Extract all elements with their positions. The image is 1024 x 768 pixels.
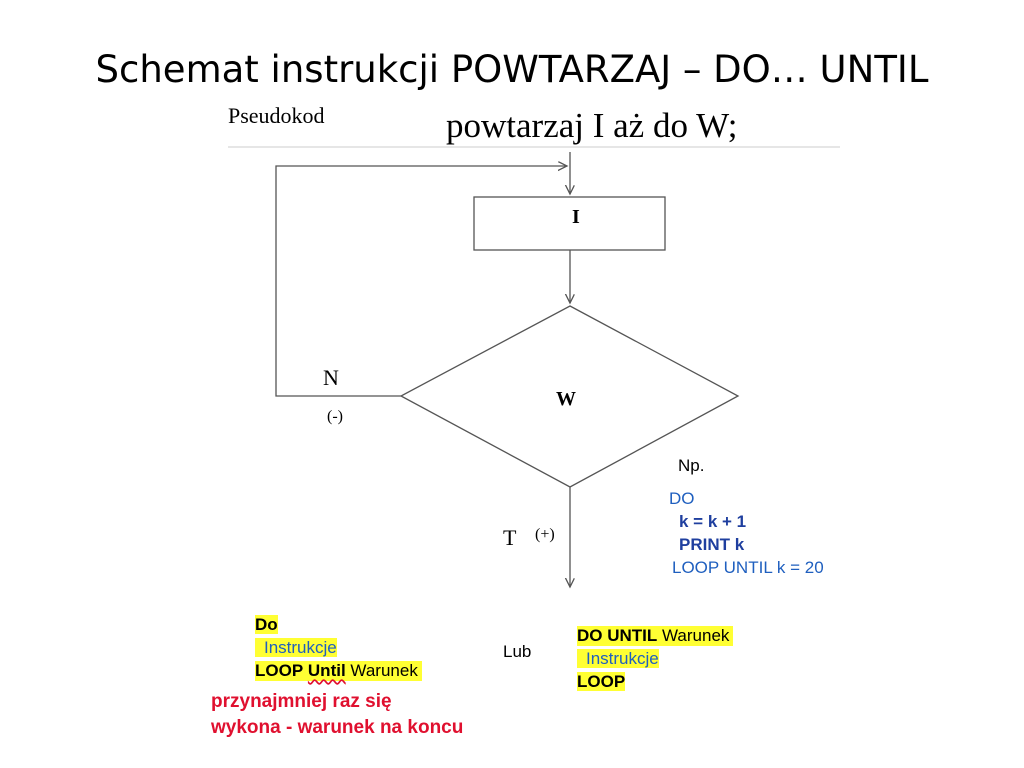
variant-b-instructions: Instrukcje	[577, 649, 659, 669]
variant-a-loop-keyword: LOOP	[255, 661, 304, 680]
loop-back-arrow	[275, 166, 567, 397]
execution-note: przynajmniej raz się wykona - warunek na…	[211, 689, 463, 741]
variant-a-do: Do	[255, 615, 278, 635]
yes-branch-label: T	[503, 525, 517, 550]
slide-title: Schemat instrukcji POWTARZAJ – DO… UNTIL	[95, 48, 929, 91]
variant-a-condition: Warunek	[350, 661, 418, 680]
example-line-loop-until: LOOP UNTIL k = 20	[672, 558, 824, 577]
decision-label: W	[556, 388, 576, 410]
execution-note-line-1: przynajmniej raz się	[211, 691, 392, 712]
example-line-print: PRINT k	[679, 535, 745, 554]
no-branch-sign: (-)	[327, 408, 343, 425]
execution-note-line-2: wykona - warunek na koncu	[211, 717, 464, 738]
variant-b-loop-keyword: LOOP	[577, 672, 626, 691]
variant-b-do-until: DO UNTIL Warunek	[577, 626, 734, 646]
example-line-do: DO	[669, 489, 695, 508]
example-heading: Np.	[678, 456, 705, 475]
variant-b-instructions-text: Instrukcje	[577, 649, 659, 668]
yes-branch-sign: (+)	[535, 526, 555, 543]
variant-b-condition: Warunek	[662, 626, 730, 645]
variant-a-instructions: Instrukcje	[255, 638, 337, 658]
example-line-assign: k = k + 1	[679, 512, 747, 531]
process-label: I	[572, 206, 580, 228]
no-branch-label: N	[323, 365, 339, 390]
variant-b-do-until-keyword: DO UNTIL	[577, 626, 658, 645]
separator-lub: Lub	[503, 642, 532, 661]
variant-a-do-keyword: Do	[255, 615, 278, 634]
pseudocode-label: Pseudokod	[228, 103, 325, 128]
variant-b-loop: LOOP	[577, 672, 626, 692]
pseudocode-statement: powtarzaj I aż do W;	[446, 106, 738, 145]
variant-a-instructions-text: Instrukcje	[255, 638, 337, 657]
variant-a-loop-until: LOOP Until Warunek	[255, 661, 422, 681]
process-box	[473, 196, 666, 251]
variant-a-until-keyword: Until	[307, 661, 346, 680]
